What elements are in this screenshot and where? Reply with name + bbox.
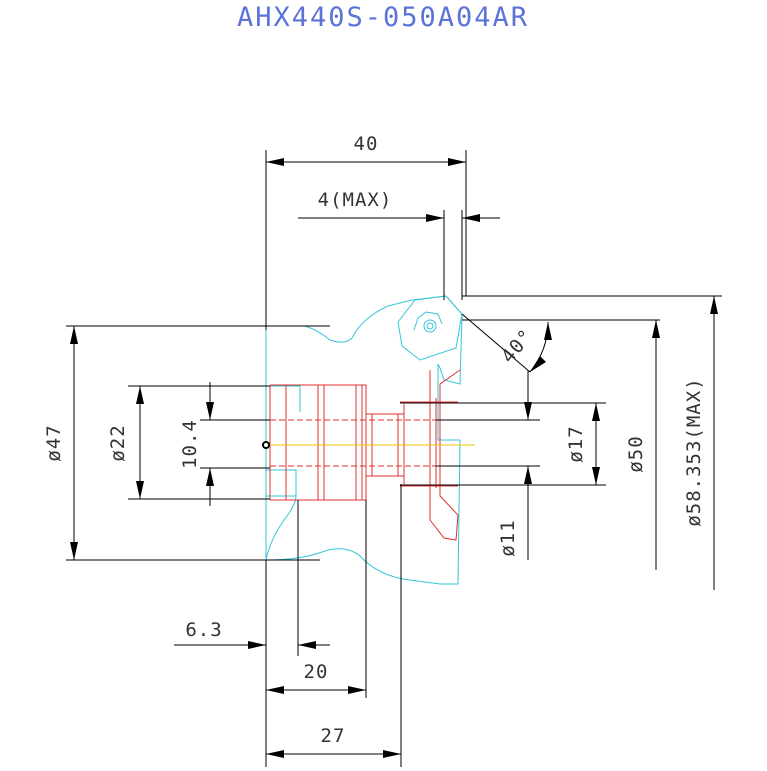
svg-text:27: 27 (321, 725, 346, 747)
dim-dia-22: ø22 (107, 385, 270, 500)
svg-text:ø22: ø22 (107, 424, 129, 461)
dim-angle: 40° (461, 313, 660, 373)
svg-text:10.4: 10.4 (179, 419, 201, 469)
dim-27: 27 (266, 484, 402, 767)
svg-text:6.3: 6.3 (185, 619, 222, 641)
svg-text:ø58.353(MAX): ø58.353(MAX) (683, 377, 705, 526)
svg-text:ø47: ø47 (43, 424, 65, 461)
dim-max-depth: 4(MAX) (298, 189, 500, 300)
dim-dia-50: ø50 (625, 320, 660, 570)
svg-text:20: 20 (304, 661, 329, 683)
svg-text:ø17: ø17 (565, 425, 587, 462)
cutter-body (269, 369, 461, 541)
holder-outline (265, 295, 463, 585)
drawing-title: AHX440S-050A04AR (237, 2, 529, 33)
dim-20: 20 (266, 500, 367, 698)
svg-text:40: 40 (354, 133, 379, 155)
dim-dia-58: ø58.353(MAX) (462, 295, 722, 590)
svg-text:ø50: ø50 (625, 435, 647, 472)
dim-dia-47: ø47 (43, 325, 330, 561)
svg-text:ø11: ø11 (497, 519, 519, 556)
dim-overall-length: 40 (265, 133, 467, 330)
dim-dia-17: ø17 (400, 402, 606, 486)
dim-dia-11: ø11 (436, 370, 540, 560)
dim-6-3: 6.3 (174, 500, 330, 767)
svg-text:4(MAX): 4(MAX) (318, 189, 393, 211)
svg-text:40°: 40° (497, 325, 538, 368)
dim-10-4: 10.4 (179, 382, 270, 506)
